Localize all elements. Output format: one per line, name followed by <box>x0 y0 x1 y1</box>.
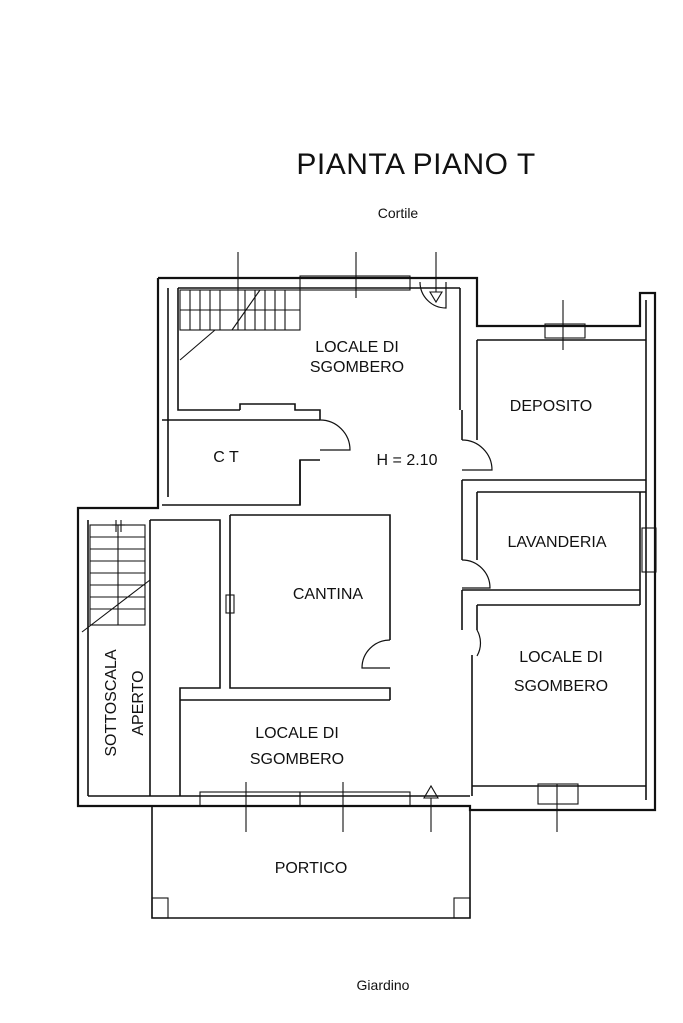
label-locale-top-2: SGOMBERO <box>310 359 404 376</box>
south-label: Giardino <box>357 977 410 993</box>
label-sottoscala-1: SOTTOSCALA <box>103 649 120 757</box>
label-portico: PORTICO <box>275 860 348 877</box>
stairs-top <box>179 252 301 361</box>
label-deposito: DEPOSITO <box>510 398 592 415</box>
label-lavanderia: LAVANDERIA <box>508 534 607 551</box>
label-locale-bottom-2: SGOMBERO <box>250 751 344 768</box>
plan-title: PIANTA PIANO T <box>296 148 535 181</box>
north-label: Cortile <box>378 205 419 221</box>
label-locale-bottom-1: LOCALE DI <box>255 725 339 742</box>
portico <box>151 806 471 919</box>
stairs-sottoscala <box>81 520 151 633</box>
windows <box>199 252 657 832</box>
interior-walls <box>149 339 646 796</box>
doors <box>319 252 493 832</box>
outer-walls <box>76 276 657 812</box>
label-sottoscala-2: APERTO <box>130 670 147 735</box>
label-locale-right-1: LOCALE DI <box>519 649 603 666</box>
label-ct: C T <box>213 449 239 466</box>
label-height: H = 2.10 <box>377 452 438 469</box>
room-labels: LOCALE DI SGOMBERO DEPOSITO C T H = 2.10… <box>103 339 608 877</box>
label-cantina: CANTINA <box>293 586 364 603</box>
label-locale-right-2: SGOMBERO <box>514 678 608 695</box>
label-locale-top-1: LOCALE DI <box>315 339 399 356</box>
